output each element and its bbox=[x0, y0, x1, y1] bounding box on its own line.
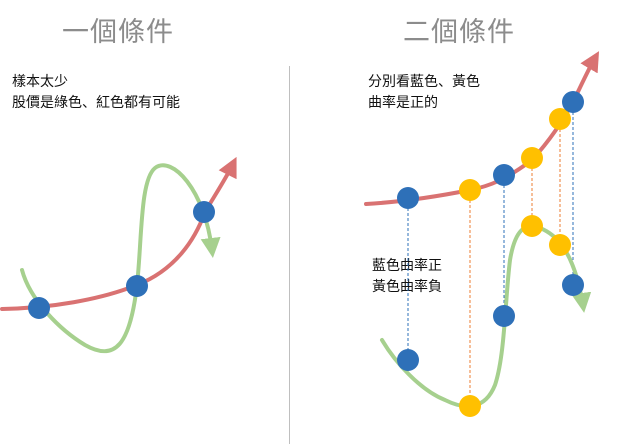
right-blue-dot-2 bbox=[493, 164, 515, 186]
left-panel-title: 一個條件 bbox=[62, 17, 174, 48]
right-yellow-dot-5 bbox=[521, 215, 543, 237]
right-red-curve bbox=[364, 51, 600, 206]
left-note-line-2: 股價是綠色、紅色都有可能 bbox=[12, 95, 180, 111]
left-blue-dot-3 bbox=[193, 201, 215, 223]
right-note-top-line-2: 曲率是正的 bbox=[368, 95, 438, 111]
left-green-curve bbox=[20, 163, 221, 354]
panel-divider bbox=[289, 66, 290, 444]
left-note: 樣本太少 股價是綠色、紅色都有可能 bbox=[12, 72, 180, 114]
right-blue-dot-5 bbox=[493, 305, 515, 327]
right-yellow-dot-3 bbox=[549, 108, 571, 130]
right-blue-dot-1 bbox=[397, 187, 419, 209]
right-yellow-dot-4 bbox=[459, 395, 481, 417]
right-yellow-dot-1 bbox=[459, 179, 481, 201]
left-blue-dot-2 bbox=[126, 275, 148, 297]
left-note-line-1: 樣本太少 bbox=[12, 74, 68, 90]
right-note-mid-line-1: 藍色曲率正 bbox=[372, 258, 442, 274]
right-dashed-guides bbox=[407, 102, 574, 406]
right-blue-dot-4 bbox=[397, 349, 419, 371]
right-blue-dot-3 bbox=[562, 91, 584, 113]
right-panel-title: 二個條件 bbox=[403, 17, 515, 48]
right-yellow-dot-6 bbox=[549, 234, 571, 256]
left-blue-dot-1 bbox=[28, 297, 50, 319]
right-note-mid-line-2: 黃色曲率負 bbox=[372, 279, 442, 295]
right-note-mid: 藍色曲率正 黃色曲率負 bbox=[372, 256, 442, 298]
right-note-top: 分別看藍色、黃色 曲率是正的 bbox=[368, 72, 480, 114]
left-red-curve bbox=[0, 156, 237, 311]
right-yellow-dot-2 bbox=[521, 147, 543, 169]
right-blue-dot-6 bbox=[562, 274, 584, 296]
right-note-top-line-1: 分別看藍色、黃色 bbox=[368, 74, 480, 90]
